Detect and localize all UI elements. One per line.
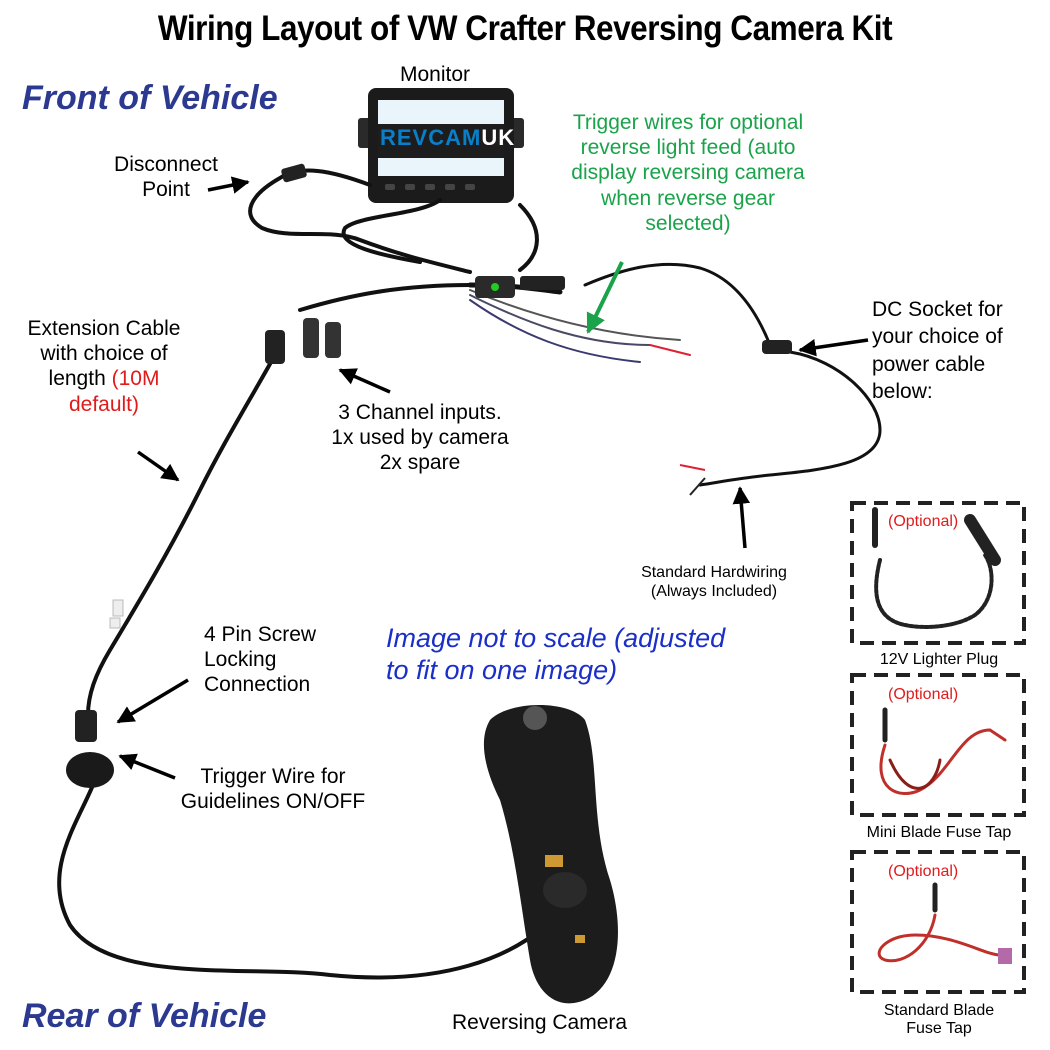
trigger-line-2: reverse light feed (auto [580, 136, 796, 160]
option-1-tag: (Optional) [888, 513, 959, 530]
page-title: Wiring Layout of VW Crafter Reversing Ca… [157, 9, 893, 48]
front-of-vehicle-label: Front of Vehicle [22, 79, 278, 117]
option-1-caption: 12V Lighter Plug [879, 651, 999, 668]
monitor-image [358, 88, 524, 203]
trigger-line-3: display reversing camera [571, 161, 805, 185]
disconnect-line-1: Disconnect [114, 153, 218, 176]
channel-line-2: 1x used by camera [331, 426, 509, 450]
logo-cam: CAM [428, 125, 482, 150]
guide-line-2: Guidelines ON/OFF [180, 790, 366, 814]
extension-cable-label: Extension Cable with choice of length (1… [8, 316, 200, 417]
guidelines-trigger-label: Trigger Wire for Guidelines ON/OFF [166, 764, 380, 814]
dc-line-3: power cable [872, 352, 986, 376]
ext-line-3: length (10M [8, 366, 200, 391]
pin-line-1: 4 Pin Screw [204, 623, 317, 646]
option-2-tag: (Optional) [888, 686, 959, 703]
connectors [66, 163, 792, 788]
dc-line-2: your choice of [872, 325, 1003, 349]
ext-line-2: with choice of [40, 342, 168, 366]
dc-line-4: below: [872, 379, 933, 403]
trigger-line-4: when reverse gear [601, 186, 775, 210]
scale-line-2: to fit on one image) [386, 655, 618, 686]
option-3-caption-line-2: Fuse Tap [906, 1020, 972, 1038]
trigger-arrow [586, 261, 624, 334]
monitor-label: Monitor [400, 63, 471, 86]
ext-line-1: Extension Cable [27, 317, 181, 340]
hardwiring-line-2: (Always Included) [650, 583, 778, 601]
trigger-line-5: selected) [645, 211, 731, 235]
channel-line-3: 2x spare [379, 451, 461, 475]
reversing-camera-image [483, 705, 618, 1004]
channel-line-1: 3 Channel inputs. [338, 401, 502, 424]
rear-of-vehicle-label: Rear of Vehicle [22, 997, 267, 1035]
pointer-arrows [116, 176, 869, 780]
option-3-caption-line-1: Standard Blade [883, 1002, 995, 1019]
hardwiring-line-1: Standard Hardwiring [641, 564, 787, 581]
ext-line-3-text: length [48, 367, 112, 391]
standard-hardwiring-label: Standard Hardwiring (Always Included) [620, 563, 808, 601]
reversing-camera-label: Reversing Camera [452, 1011, 628, 1034]
logo-uk: UK [481, 125, 516, 150]
monitor-logo: REVCAMUK [380, 125, 514, 160]
optional-products [872, 507, 1012, 964]
scale-note: Image not to scale (adjusted to fit on o… [386, 622, 725, 687]
trigger-wires-note: Trigger wires for optional reverse light… [540, 110, 836, 236]
ext-line-3-highlight: (10M [111, 367, 160, 391]
pin-line-2: Locking [204, 648, 277, 672]
dc-line-1: DC Socket for [872, 298, 1003, 321]
disconnect-line-2: Point [142, 178, 190, 202]
logo-rev: REV [380, 125, 429, 150]
pin-line-3: Connection [204, 673, 311, 697]
channel-inputs-label: 3 Channel inputs. 1x used by camera 2x s… [305, 400, 535, 476]
option-3-tag: (Optional) [888, 863, 959, 880]
disconnect-point-label: Disconnect Point [103, 152, 229, 202]
guide-line-1: Trigger Wire for [200, 765, 346, 788]
ext-line-4: default) [68, 392, 140, 416]
optional-boxes [850, 501, 1026, 994]
option-2-caption: Mini Blade Fuse Tap [866, 824, 1012, 841]
scale-line-1: Image not to scale (adjusted [386, 623, 726, 653]
option-3-caption: Standard Blade Fuse Tap [852, 1002, 1026, 1039]
dc-socket-label: DC Socket for your choice of power cable… [872, 296, 1003, 405]
trigger-line-1: Trigger wires for optional [572, 111, 804, 134]
pin-connection-label: 4 Pin Screw Locking Connection [204, 622, 316, 698]
